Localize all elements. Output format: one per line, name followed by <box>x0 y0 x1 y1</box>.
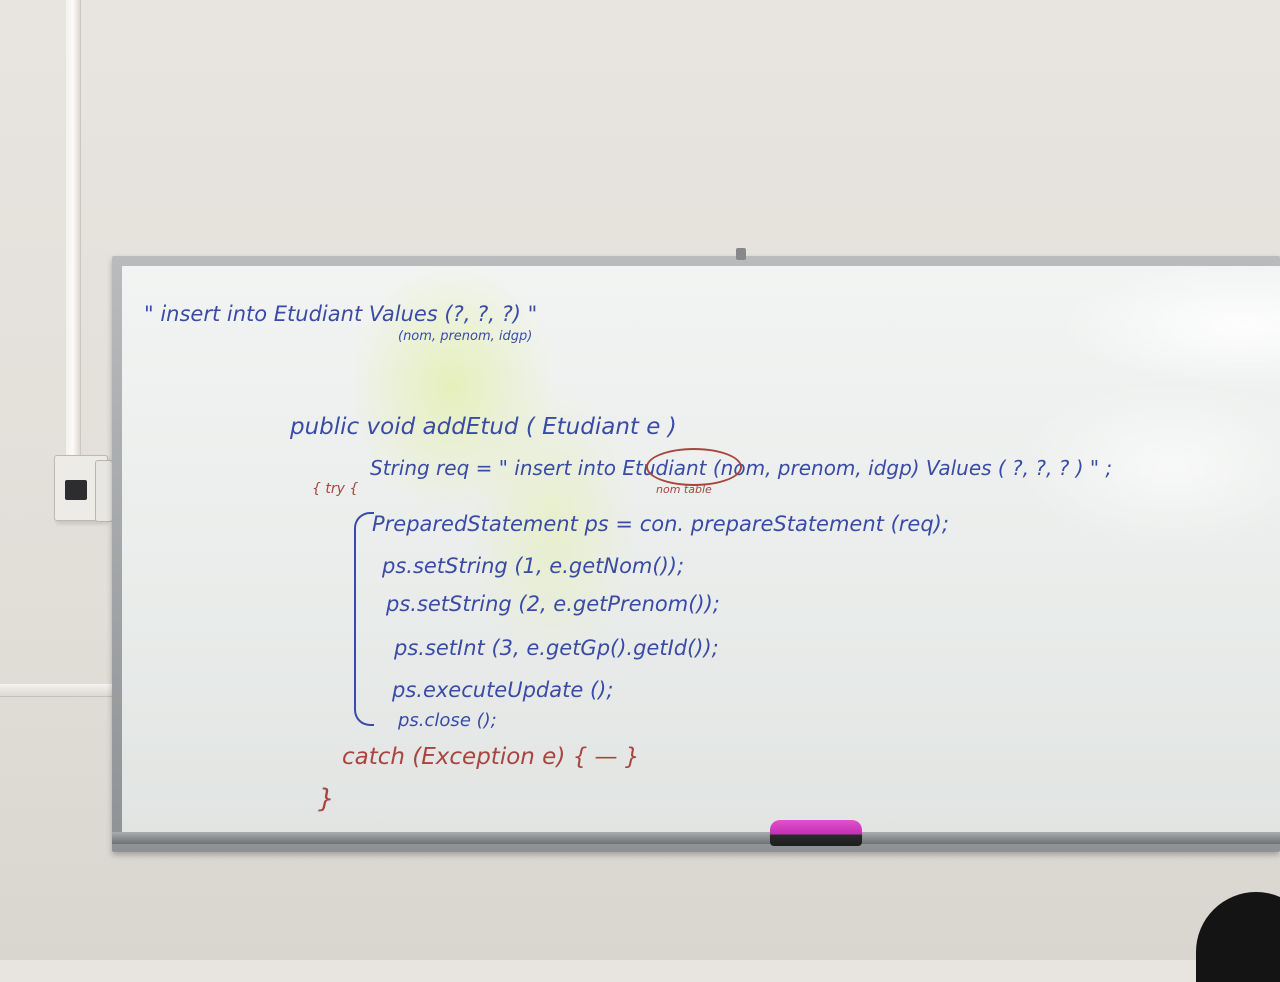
table-name-circle <box>646 448 742 486</box>
closing-brace: } <box>318 784 335 814</box>
try-keyword: { try { <box>312 481 359 497</box>
outlet-socket <box>65 480 87 500</box>
board-clip <box>736 248 746 260</box>
prepared-statement-line: PreparedStatement ps = con. prepareState… <box>372 512 949 536</box>
try-block-brace <box>354 512 374 726</box>
marker-tray <box>112 832 1280 844</box>
catch-block-line: catch (Exception e) { — } <box>342 744 640 770</box>
power-outlet <box>54 455 113 522</box>
close-line: ps.close (); <box>398 710 497 731</box>
outlet-plug <box>95 460 113 522</box>
sql-columns-note: (nom, prenom, idgp) <box>398 329 533 344</box>
whiteboard: " insert into Etudiant Values (?, ?, ?) … <box>122 266 1280 840</box>
set-string-prenom-line: ps.setString (2, e.getPrenom()); <box>386 592 720 616</box>
table-name-note: nom table <box>656 483 712 496</box>
set-int-line: ps.setInt (3, e.getGp().getId()); <box>394 636 719 660</box>
wall-conduit-vertical <box>66 0 81 455</box>
sql-insert-line: " insert into Etudiant Values (?, ?, ?) … <box>144 302 538 326</box>
eraser <box>770 820 862 846</box>
set-string-nom-line: ps.setString (1, e.getNom()); <box>382 554 685 578</box>
execute-update-line: ps.executeUpdate (); <box>392 678 614 702</box>
wall-conduit-horizontal <box>0 684 112 697</box>
method-signature: public void addEtud ( Etudiant e ) <box>290 414 677 440</box>
